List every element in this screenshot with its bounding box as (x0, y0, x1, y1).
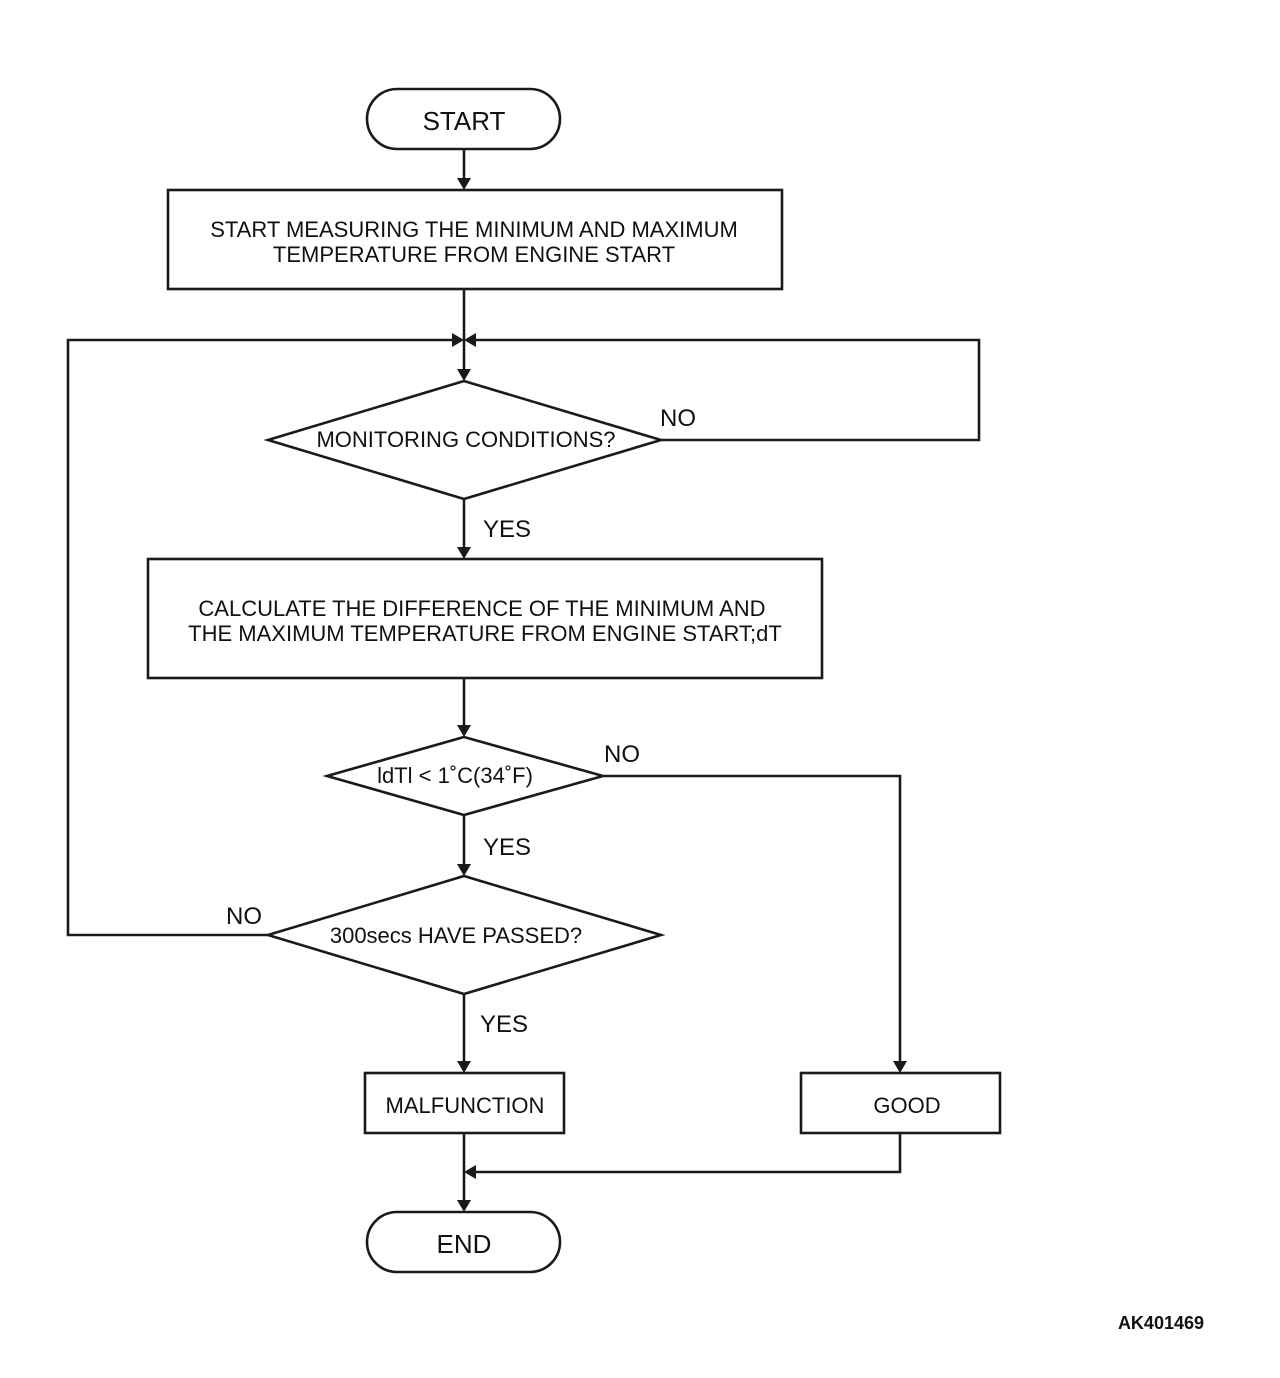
time-yes-label: YES (480, 1011, 528, 1038)
dt-threshold-decision: ldTl < 1˚C(34˚F) (322, 735, 608, 817)
monitoring-conditions-text: MONITORING CONDITIONS? (316, 427, 615, 452)
dt-no-label: NO (604, 741, 640, 768)
measure-process-box: START MEASURING THE MINIMUM AND MAXIMUM … (166, 188, 784, 291)
calculate-process-box: CALCULATE THE DIFFERENCE OF THE MINIMUM … (146, 557, 824, 680)
connector-dt-no-good (603, 774, 902, 1061)
connector-good-end (476, 1133, 902, 1174)
arrowhead (893, 1061, 907, 1073)
connector-monitoring-no-loop (476, 338, 981, 442)
end-terminal: END (365, 1210, 562, 1274)
dt-yes-label: YES (483, 834, 531, 861)
monitoring-yes-label: YES (483, 516, 531, 543)
good-result-box: GOOD (799, 1071, 1002, 1135)
figure-reference-code: AK401469 (1118, 1313, 1204, 1333)
end-label: END (437, 1229, 492, 1259)
monitoring-no-label: NO (660, 405, 696, 432)
start-terminal: START (365, 87, 562, 151)
time-passed-decision: 300secs HAVE PASSED? (263, 874, 666, 996)
arrowhead (457, 178, 471, 190)
measure-text-line-1: START MEASURING THE MINIMUM AND MAXIMUM (210, 217, 738, 242)
monitoring-conditions-decision: MONITORING CONDITIONS? (263, 379, 666, 501)
arrowhead (457, 864, 471, 876)
time-no-label: NO (226, 903, 262, 930)
arrowhead (464, 333, 476, 347)
arrowhead (457, 1200, 471, 1212)
time-passed-text: 300secs HAVE PASSED? (330, 923, 582, 948)
dt-threshold-text: ldTl < 1˚C(34˚F) (377, 763, 533, 788)
calculate-text-line-1: CALCULATE THE DIFFERENCE OF THE MINIMUM … (198, 596, 765, 621)
measure-text-line-2: TEMPERATURE FROM ENGINE START (273, 242, 675, 267)
malfunction-result-box: MALFUNCTION (363, 1071, 566, 1135)
arrowhead (452, 333, 464, 347)
good-text: GOOD (873, 1093, 940, 1118)
arrowhead (457, 725, 471, 737)
connector-time-no-loop (66, 338, 452, 937)
arrowhead (464, 1165, 476, 1179)
start-label: START (423, 106, 506, 136)
arrowhead (457, 547, 471, 559)
calculate-text-line-2: THE MAXIMUM TEMPERATURE FROM ENGINE STAR… (188, 621, 782, 646)
arrowhead (457, 369, 471, 381)
arrowhead (457, 1061, 471, 1073)
malfunction-text: MALFUNCTION (386, 1093, 545, 1118)
